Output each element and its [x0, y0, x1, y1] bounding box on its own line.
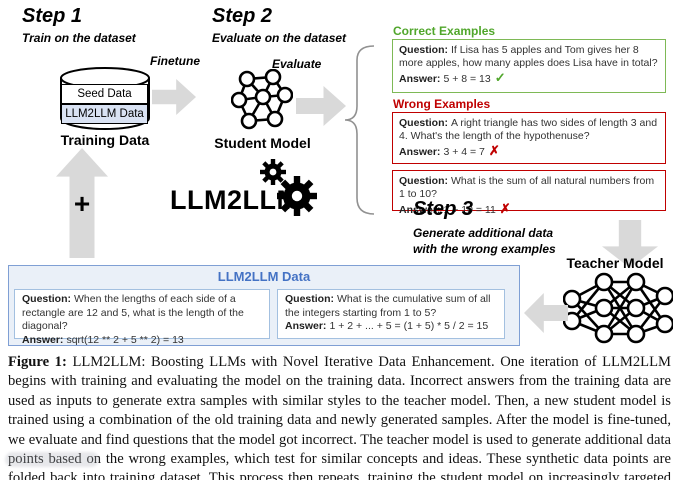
question-line: Question:When the lengths of each side o… [22, 293, 262, 334]
teacher-model-icon [563, 272, 673, 344]
llm2llm-data-band: LLM2LLM Data [61, 104, 148, 124]
answer-text: 3 + 4 = 7 [443, 145, 485, 158]
caption-label: Figure 1: [8, 354, 67, 370]
question-text: What is the sum of all natural numbers f… [399, 175, 655, 201]
answer-line: Answer:1 + 10 = 11✗ [399, 202, 659, 217]
question-text: When the lengths of each side of a recta… [22, 293, 244, 333]
llm2llm-data-item-2: Question:What is the cumulative sum of a… [277, 289, 505, 339]
finetune-arrow-icon [152, 79, 196, 115]
watermark [5, 452, 99, 467]
evaluate-label: Evaluate [272, 57, 322, 71]
check-icon: ✓ [494, 69, 506, 85]
question-line: Question:What is the cumulative sum of a… [285, 293, 497, 320]
step3-title: Step 3 [413, 198, 474, 220]
question-line: Question:A right triangle has two sides … [399, 117, 659, 144]
student-model-icon [231, 69, 293, 130]
answer-line: Answer:sqrt(12 ** 2 + 5 ** 2) = 13 [22, 334, 262, 348]
question-text: If Lisa has 5 apples and Tom gives her 8… [399, 44, 658, 70]
answer-line: Answer:1 + 2 + ... + 5 = (1 + 5) * 5 / 2… [285, 320, 497, 334]
cross-icon: ✗ [499, 200, 511, 216]
llm2llm-logo: LLM2LLM [170, 185, 300, 215]
question-label: Question: [22, 293, 71, 305]
gears-icon [260, 159, 317, 216]
answer-label: Answer: [285, 320, 327, 333]
question-label: Question: [285, 293, 334, 305]
answer-line: Answer:5 + 8 = 13✓ [399, 71, 659, 86]
teacher-to-data-arrow-icon [524, 293, 568, 333]
answer-label: Answer: [399, 145, 441, 158]
answer-text: 1 + 2 + ... + 5 = (1 + 5) * 5 / 2 = 15 [329, 320, 489, 333]
step1-title: Step 1 [22, 5, 83, 27]
step3-subtitle-line2: with the wrong examples [413, 242, 556, 256]
llm2llm-data-title: LLM2LLM Data [217, 269, 311, 284]
step3-subtitle-line1: Generate additional data [413, 226, 554, 240]
answer-label: Answer: [399, 203, 441, 216]
question-label: Question: [399, 117, 448, 129]
question-line: Question:What is the sum of all natural … [399, 175, 659, 202]
answer-label: Answer: [399, 72, 441, 85]
finetune-label: Finetune [150, 54, 200, 68]
seed-data-band: Seed Data [61, 84, 148, 104]
question-text: What is the cumulative sum of all the in… [285, 293, 491, 319]
question-label: Question: [399, 175, 448, 187]
step2-subtitle: Evaluate on the dataset [212, 31, 347, 45]
question-text: A right triangle has two sides of length… [399, 117, 658, 143]
correct-example-box: Question:If Lisa has 5 apples and Tom gi… [392, 39, 666, 93]
answer-label: Answer: [22, 333, 64, 346]
llm2llm-data-item-1: Question:When the lengths of each side o… [14, 289, 270, 346]
caption-text: LLM2LLM: Boosting LLMs with Novel Iterat… [8, 354, 671, 480]
wrong-examples-heading: Wrong Examples [393, 97, 491, 111]
correct-examples-heading: Correct Examples [393, 24, 496, 38]
question-label: Question: [399, 44, 448, 56]
training-data-label: Training Data [60, 132, 150, 148]
wrong-example-box-2: Question:What is the sum of all natural … [392, 170, 666, 216]
wrong-example-box-1: Question:A right triangle has two sides … [392, 112, 666, 164]
plus-sign: + [73, 188, 91, 219]
step2-title: Step 2 [212, 5, 273, 27]
brace-bracket-icon [344, 45, 375, 215]
question-line: Question:If Lisa has 5 apples and Tom gi… [399, 44, 659, 71]
answer-text: 1 + 10 = 11 [443, 203, 496, 216]
answer-text: 5 + 8 = 13 [443, 72, 491, 85]
student-model-label: Student Model [214, 135, 311, 151]
teacher-model-label: Teacher Model [566, 255, 664, 271]
step1-subtitle: Train on the dataset [22, 31, 136, 45]
evaluate-arrow-icon [296, 86, 346, 126]
cross-icon: ✗ [488, 142, 500, 158]
figure-caption: Figure 1: LLM2LLM: Boosting LLMs with No… [8, 353, 671, 480]
answer-line: Answer:3 + 4 = 7✗ [399, 144, 659, 159]
answer-text: sqrt(12 ** 2 + 5 ** 2) = 13 [66, 333, 184, 346]
